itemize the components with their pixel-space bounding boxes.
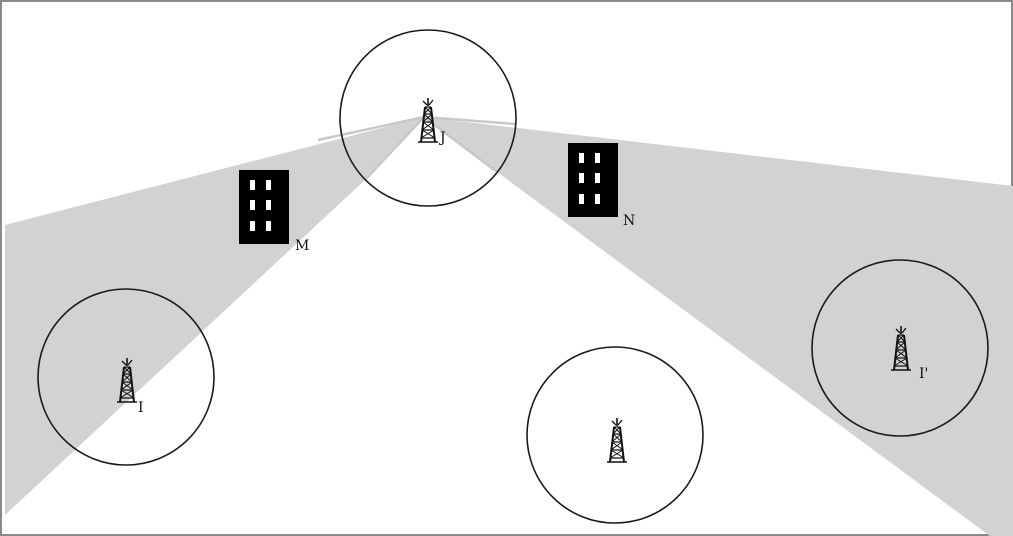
- coverage-circle-left: [37, 288, 215, 466]
- building-icon: [239, 170, 289, 244]
- tower-right: I': [890, 325, 928, 382]
- coverage-circle-right: [811, 259, 989, 437]
- building-m: M: [239, 170, 309, 254]
- shadow-region-left: [5, 117, 424, 515]
- beam-lines: [317, 115, 517, 181]
- coverage-circle-bottom: [526, 346, 704, 524]
- building-n: N: [568, 143, 635, 229]
- building-label-m: M: [295, 238, 309, 254]
- tower-central: J: [417, 97, 446, 146]
- beam-line: [317, 115, 425, 142]
- tower-left: I: [116, 357, 144, 416]
- beam-line: [423, 115, 517, 126]
- beam-line: [423, 116, 498, 173]
- tower-label-left: I: [138, 400, 144, 416]
- beam-line: [364, 116, 425, 181]
- shadow-region-right: [424, 117, 1013, 536]
- building-label-n: N: [623, 213, 635, 229]
- building-icon: [568, 143, 618, 217]
- tower-label-right: I': [919, 366, 928, 382]
- coverage-circle-central: [339, 29, 517, 207]
- tower-label-central: J: [438, 130, 446, 146]
